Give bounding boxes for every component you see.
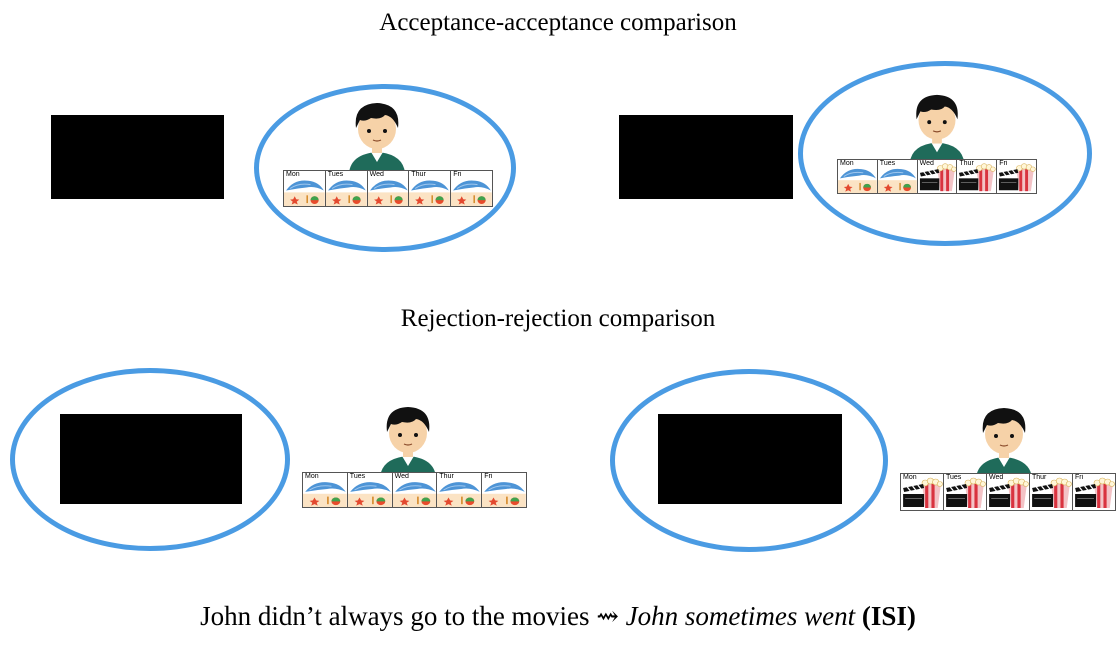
day-label: Wed [369, 171, 384, 178]
week-calendar: Mon Tues Wed Thur Fri [302, 472, 527, 508]
calendar-day: Mon [901, 474, 944, 510]
caption-italic: John sometimes went [625, 601, 856, 631]
day-label: Mon [840, 160, 854, 167]
day-label: Wed [919, 160, 934, 167]
caption-plain: John didn’t always go to the movies ⇝ [200, 601, 626, 631]
day-label: Mon [305, 473, 319, 480]
week-calendar: Mon Tues Wed Thur Fri [837, 159, 1037, 194]
rejection-heading: Rejection-rejection comparison [400, 305, 716, 332]
calendar-day: Thur [957, 160, 998, 193]
calendar-day: Fri [451, 171, 492, 206]
calendar-day: Mon [303, 473, 348, 507]
calendar-day: Wed [367, 171, 410, 206]
caption: John didn’t always go to the movies ⇝ Jo… [0, 599, 1116, 633]
week-calendar: Mon Tues Wed Thur Fri [900, 473, 1116, 511]
day-label: Tues [327, 171, 344, 178]
calendar-day: Thur [409, 171, 452, 206]
calendar-day: Fri [1073, 474, 1115, 510]
day-label: Wed [989, 474, 1004, 481]
calendar-day: Thur [1030, 474, 1073, 510]
selection-ring [798, 61, 1092, 246]
boy-figure [341, 98, 413, 173]
day-label: Mon [286, 171, 300, 178]
calendar-day: Tues [944, 474, 987, 510]
calendar-day: Tues [325, 171, 368, 206]
day-label: Fri [453, 171, 462, 178]
calendar-day: Wed [917, 160, 958, 193]
day-label: Thur [411, 171, 426, 178]
day-label: Thur [1032, 474, 1047, 481]
boy-figure [967, 403, 1041, 478]
calendar-day: Tues [877, 160, 918, 193]
day-label: Fri [484, 473, 493, 480]
calendar-day: Fri [482, 473, 526, 507]
day-label: Tues [349, 473, 366, 480]
calendar-day: Wed [987, 474, 1030, 510]
day-label: Thur [959, 160, 974, 167]
boy-figure [371, 402, 445, 477]
calendar-day: Tues [347, 473, 393, 507]
week-calendar: Mon Tues Wed Thur Fri [283, 170, 493, 207]
selection-ring [10, 368, 290, 551]
calendar-day: Mon [284, 171, 326, 206]
calendar-day: Thur [437, 473, 483, 507]
day-label: Mon [903, 474, 917, 481]
selection-ring [610, 369, 888, 552]
caption-bold: (ISI) [861, 601, 916, 631]
day-label: Fri [999, 160, 1008, 167]
hidden-card [619, 115, 793, 199]
day-label: Tues [879, 160, 896, 167]
calendar-day: Wed [392, 473, 438, 507]
day-label: Thur [439, 473, 454, 480]
hidden-card [60, 414, 242, 504]
boy-figure [901, 90, 973, 163]
day-label: Tues [946, 474, 962, 481]
calendar-day: Fri [997, 160, 1036, 193]
calendar-day: Mon [838, 160, 878, 193]
acceptance-heading: Acceptance-acceptance comparison [379, 9, 737, 36]
selection-ring [254, 84, 516, 252]
hidden-card [658, 414, 842, 504]
hidden-card [51, 115, 224, 199]
day-label: Fri [1075, 474, 1084, 481]
day-label: Wed [394, 473, 409, 480]
